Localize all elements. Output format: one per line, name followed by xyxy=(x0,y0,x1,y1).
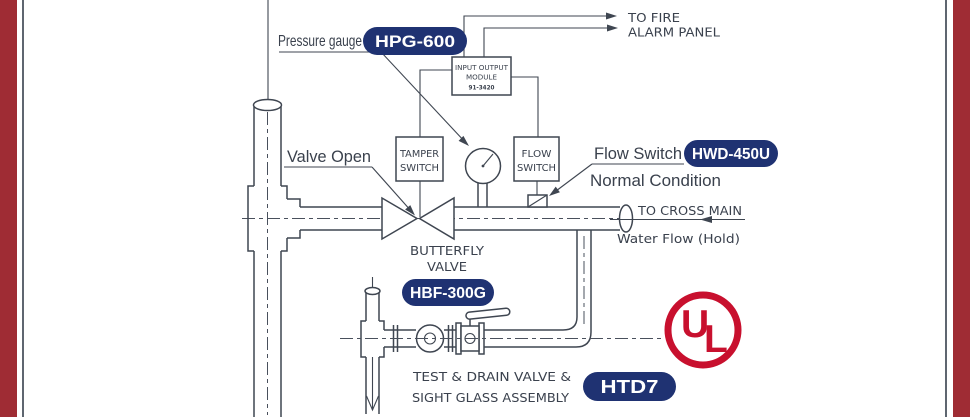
drain-tee-right-top xyxy=(379,320,385,330)
pipe-break-cap-icon xyxy=(252,98,283,112)
left-red-bar xyxy=(0,0,17,417)
valve-open-text: Valve Open xyxy=(287,147,371,166)
valve-left-triangle-icon xyxy=(381,196,419,241)
io-module-text-3: 91-3420 xyxy=(469,85,495,92)
flow-switch-text: Flow Switch xyxy=(594,145,682,163)
water-flow-text: Water Flow (Hold) xyxy=(617,231,740,246)
butterfly-valve-label-2: VALVE xyxy=(427,259,467,274)
tee-flange-left xyxy=(247,185,254,252)
right-red-bar xyxy=(953,0,970,417)
tee-branch-bottom xyxy=(287,230,301,239)
to-fire-text-1: TO FIRE xyxy=(627,10,680,25)
hwd-badge xyxy=(684,140,778,167)
tamper-switch-text-2: SWITCH xyxy=(400,163,439,174)
gauge-needle xyxy=(482,153,494,167)
pressure-gauge-label: Pressure gauge HPG-600 xyxy=(278,27,469,146)
tamper-switch-text-1: TAMPER xyxy=(399,149,439,160)
butterfly-valve: BUTTERFLY VALVE xyxy=(381,181,484,274)
io-module-box xyxy=(451,56,512,96)
centerlines xyxy=(242,112,624,415)
io-module: INPUT OUTPUT MODULE 91-3420 xyxy=(419,56,539,137)
to-fire-text-2: ALARM PANEL xyxy=(628,25,720,40)
flow-switch-text-1: FLOW xyxy=(522,149,552,160)
pressure-gauge-leader xyxy=(380,51,467,144)
tee-flange-right-bottom xyxy=(281,238,288,252)
hbf-badge xyxy=(402,279,494,306)
drain-tee-right-bottom xyxy=(379,347,385,358)
test-drain-text-1: TEST & DRAIN VALVE & xyxy=(412,369,571,384)
io-to-tamper-wire xyxy=(419,69,452,137)
flow-paddle-diagonal xyxy=(527,194,548,208)
drain-down-arrow-icon xyxy=(365,395,380,412)
drain-elbow-inner xyxy=(562,230,578,331)
left-riser-pipe xyxy=(247,0,301,417)
to-cross-main-text: TO CROSS MAIN xyxy=(637,203,742,218)
pressure-gauge-device xyxy=(464,147,502,207)
flow-switch-label: Flow Switch HWD-450U Normal Condition xyxy=(549,140,778,196)
flow-switch-text-2: SWITCH xyxy=(517,163,556,174)
test-drain-assembly xyxy=(340,230,664,414)
flow-switch-box xyxy=(513,136,560,182)
drain-elbow-outer xyxy=(562,230,592,348)
leader-arrow-icon xyxy=(458,135,469,146)
flow-switch-leader xyxy=(551,163,593,195)
io-module-text-2: MODULE xyxy=(466,74,497,82)
hbf-badge-text: HBF-300G xyxy=(410,285,486,302)
water-flow-arrow-icon xyxy=(700,216,712,223)
pipe-break-cap-icon xyxy=(364,286,381,296)
test-drain-label: TEST & DRAIN VALVE & SIGHT GLASS ASSEMBL… xyxy=(412,369,676,405)
cross-main-annotation: TO CROSS MAIN Water Flow (Hold) xyxy=(610,203,745,246)
wire-1-arrow-icon xyxy=(606,12,617,20)
htd-badge-text: HTD7 xyxy=(601,376,659,397)
io-to-flow-wire xyxy=(511,76,539,137)
wire-1 xyxy=(463,15,607,57)
test-drain-text-2: SIGHT GLASS ASSEMBLY xyxy=(412,390,569,405)
ul-letter-l: L xyxy=(704,318,728,361)
io-module-text-1: INPUT OUTPUT xyxy=(455,64,509,72)
hpg-badge xyxy=(363,27,467,55)
hwd-badge-text: HWD-450U xyxy=(692,146,770,163)
gauge-pivot xyxy=(481,164,485,168)
valve-right-triangle-icon xyxy=(418,196,455,241)
ul-letter-u: U xyxy=(681,303,709,346)
tee-branch-top xyxy=(287,198,301,207)
leader-arrow-icon xyxy=(549,186,560,196)
normal-condition-text: Normal Condition xyxy=(590,172,721,190)
flow-switch-device: FLOW SWITCH xyxy=(513,136,560,208)
valve-handle-lever-icon xyxy=(465,307,511,320)
tamper-switch: TAMPER SWITCH xyxy=(395,136,444,182)
hbf-badge-group: HBF-300G xyxy=(402,279,494,306)
htd-badge xyxy=(583,372,676,401)
valve-open-leader xyxy=(371,166,413,213)
wire-2-arrow-icon xyxy=(607,24,618,32)
leader-arrow-icon xyxy=(405,205,415,216)
tamper-switch-box xyxy=(395,136,444,182)
fire-alarm-wiring: TO FIRE ALARM PANEL xyxy=(463,10,720,57)
pipe-break-end-icon xyxy=(618,204,634,233)
valve-open-label: Valve Open xyxy=(284,147,415,216)
ul-circle-icon xyxy=(664,291,742,369)
wire-2 xyxy=(483,27,609,57)
butterfly-valve-label-1: BUTTERFLY xyxy=(410,243,484,258)
pressure-gauge-text: Pressure gauge xyxy=(278,33,362,50)
tee-flange-right-top xyxy=(281,185,288,199)
ul-logo: U L xyxy=(664,291,742,369)
hpg-badge-text: HPG-600 xyxy=(375,32,455,51)
